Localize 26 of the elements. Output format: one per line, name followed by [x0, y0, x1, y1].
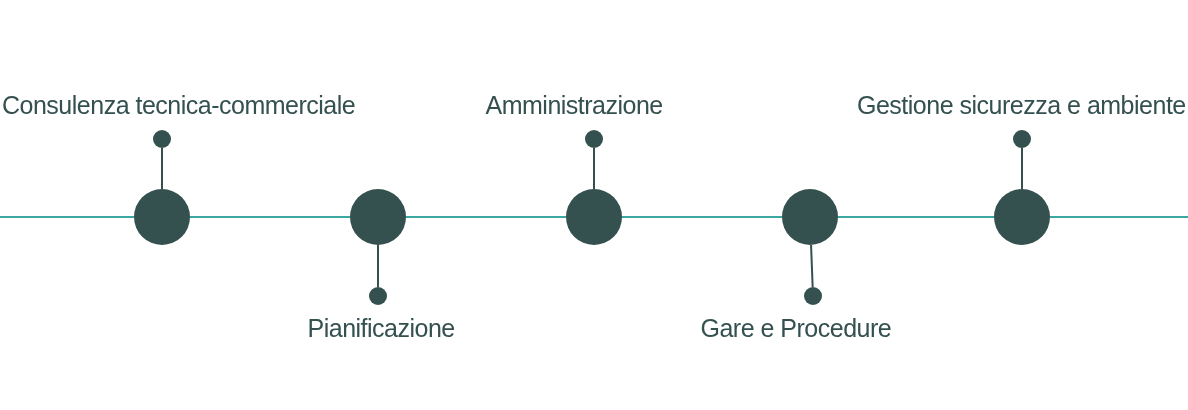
milestone-label: Amministrazione — [485, 90, 663, 120]
timeline-dot — [350, 189, 406, 245]
timeline-dot — [566, 189, 622, 245]
timeline-dot — [994, 189, 1050, 245]
connector-line — [810, 244, 814, 288]
timeline-line — [0, 216, 135, 218]
milestone-label: Gare e Procedure — [700, 313, 892, 343]
connector-line — [593, 147, 595, 190]
milestone-label: Gestione sicurezza e ambiente — [857, 90, 1186, 120]
marker-dot — [804, 287, 822, 305]
milestone-label: Pianificazione — [307, 313, 455, 343]
timeline-dot — [134, 189, 190, 245]
marker-dot — [1013, 130, 1031, 148]
milestone-label: Consulenza tecnica-commerciale — [2, 90, 356, 120]
marker-dot — [585, 130, 603, 148]
connector-line — [377, 244, 379, 288]
timeline-line — [837, 216, 995, 218]
connector-line — [161, 147, 163, 190]
connector-line — [1021, 147, 1023, 190]
timeline-line — [405, 216, 567, 218]
timeline-line — [621, 216, 783, 218]
timeline-dot — [782, 189, 838, 245]
timeline-line — [189, 216, 351, 218]
marker-dot — [153, 130, 171, 148]
timeline-line — [1049, 216, 1188, 218]
marker-dot — [369, 287, 387, 305]
